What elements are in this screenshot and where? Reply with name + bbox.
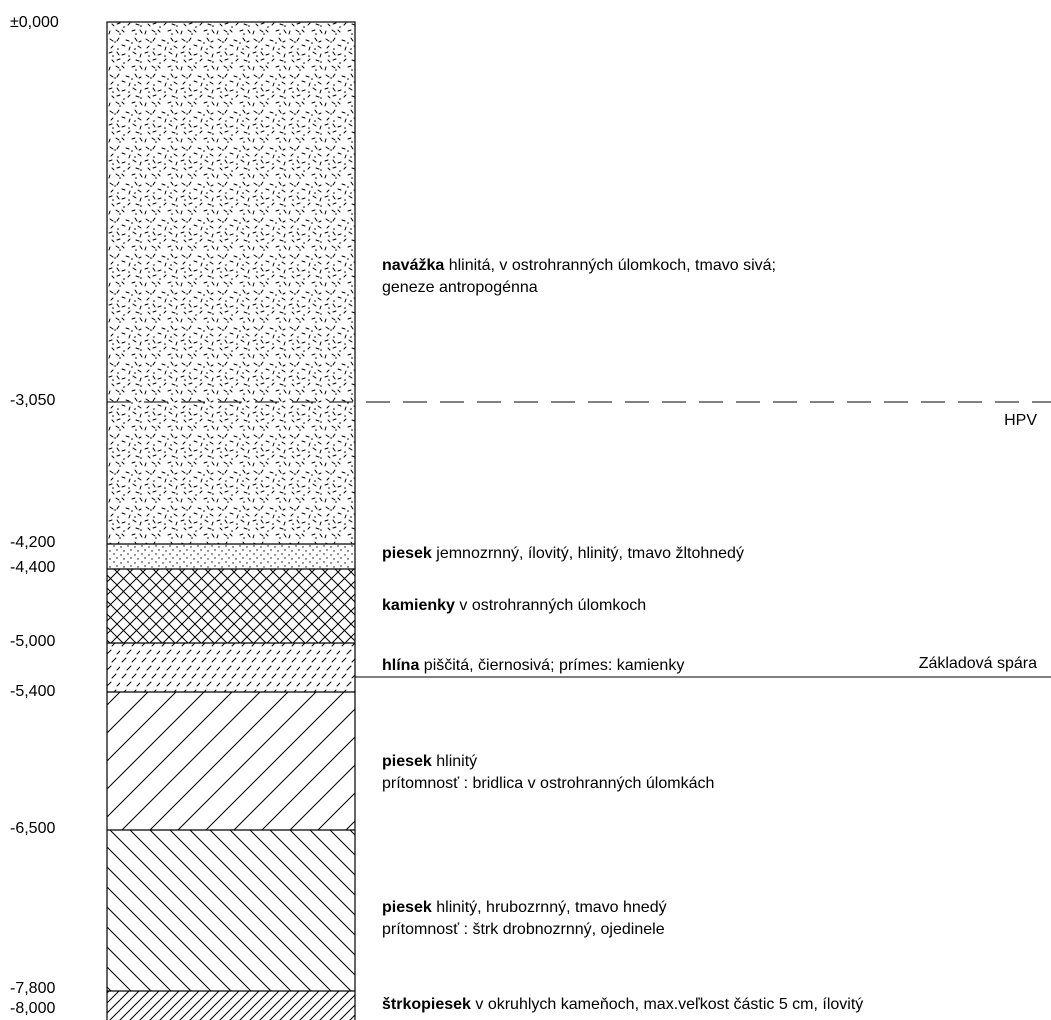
layer-desc: v okruhlych kameňoch, max.veľkost částic… bbox=[470, 996, 864, 1013]
layer-desc: piščitá, čiernosivá; prímes: kamienky bbox=[419, 657, 685, 674]
layer-fill-3 bbox=[107, 643, 355, 692]
depth-label: -7,800 bbox=[10, 980, 56, 997]
layer-fill-0 bbox=[107, 22, 355, 544]
layer-name: piesek bbox=[382, 753, 432, 770]
depth-label: -4,400 bbox=[10, 559, 56, 576]
layer-description: kamienky v ostrohranných úlomkoch bbox=[382, 595, 646, 617]
depth-label: -3,050 bbox=[10, 392, 56, 409]
layer-description: hlína piščitá, čiernosivá; prímes: kamie… bbox=[382, 655, 684, 677]
layer-name: piesek bbox=[382, 545, 432, 562]
layer-desc: v ostrohranných úlomkoch bbox=[454, 597, 647, 614]
layer-description: piesek hlinitý prítomnosť : bridlica v o… bbox=[382, 751, 714, 795]
layer-name: piesek bbox=[382, 899, 432, 916]
layer-fill-5 bbox=[107, 830, 355, 991]
layer-description: piesek hlinitý, hrubozrnný, tmavo hnedý … bbox=[382, 897, 667, 941]
layer-name: hlína bbox=[382, 657, 420, 674]
layer-name: navážka bbox=[382, 257, 445, 274]
depth-label: -8,000 bbox=[10, 1000, 56, 1017]
layer-description: piesek jemnozrnný, ílovitý, hlinitý, tma… bbox=[382, 543, 744, 565]
depth-label: -6,500 bbox=[10, 820, 56, 837]
layer-desc: hlinitá, v ostrohranných úlomkoch, tmavo… bbox=[444, 257, 776, 274]
depth-label: ±0,000 bbox=[10, 14, 59, 31]
layer-desc-line2: prítomnosť : štrk drobnozrnný, ojedinele bbox=[382, 921, 665, 938]
layer-name: štrkopiesek bbox=[382, 996, 471, 1013]
layer-fill-1 bbox=[107, 544, 355, 569]
layer-desc: jemnozrnný, ílovitý, hlinitý, tmavo žlto… bbox=[431, 545, 744, 562]
layer-name: kamienky bbox=[382, 597, 455, 614]
layer-desc-line2: geneze antropogénna bbox=[382, 279, 538, 296]
layer-desc: hlinitý, hrubozrnný, tmavo hnedý bbox=[431, 899, 667, 916]
layer-fill-4 bbox=[107, 692, 355, 830]
groundwater-label: HPV bbox=[1004, 412, 1037, 429]
layer-description: navážka hlinitá, v ostrohranných úlomkoc… bbox=[382, 255, 776, 299]
layer-fill-2 bbox=[107, 569, 355, 643]
depth-label: -5,000 bbox=[10, 633, 56, 650]
borehole-column-outline bbox=[106, 21, 356, 1020]
depth-label: -5,400 bbox=[10, 683, 56, 700]
depth-label: -4,200 bbox=[10, 534, 56, 551]
layer-desc: hlinitý bbox=[431, 753, 478, 770]
layer-desc-line2: prítomnosť : bridlica v ostrohranných úl… bbox=[382, 775, 715, 792]
layer-description: štrkopiesek v okruhlych kameňoch, max.ve… bbox=[382, 994, 863, 1016]
foundation-label: Základová spára bbox=[918, 655, 1037, 672]
layer-fill-6 bbox=[107, 991, 355, 1020]
